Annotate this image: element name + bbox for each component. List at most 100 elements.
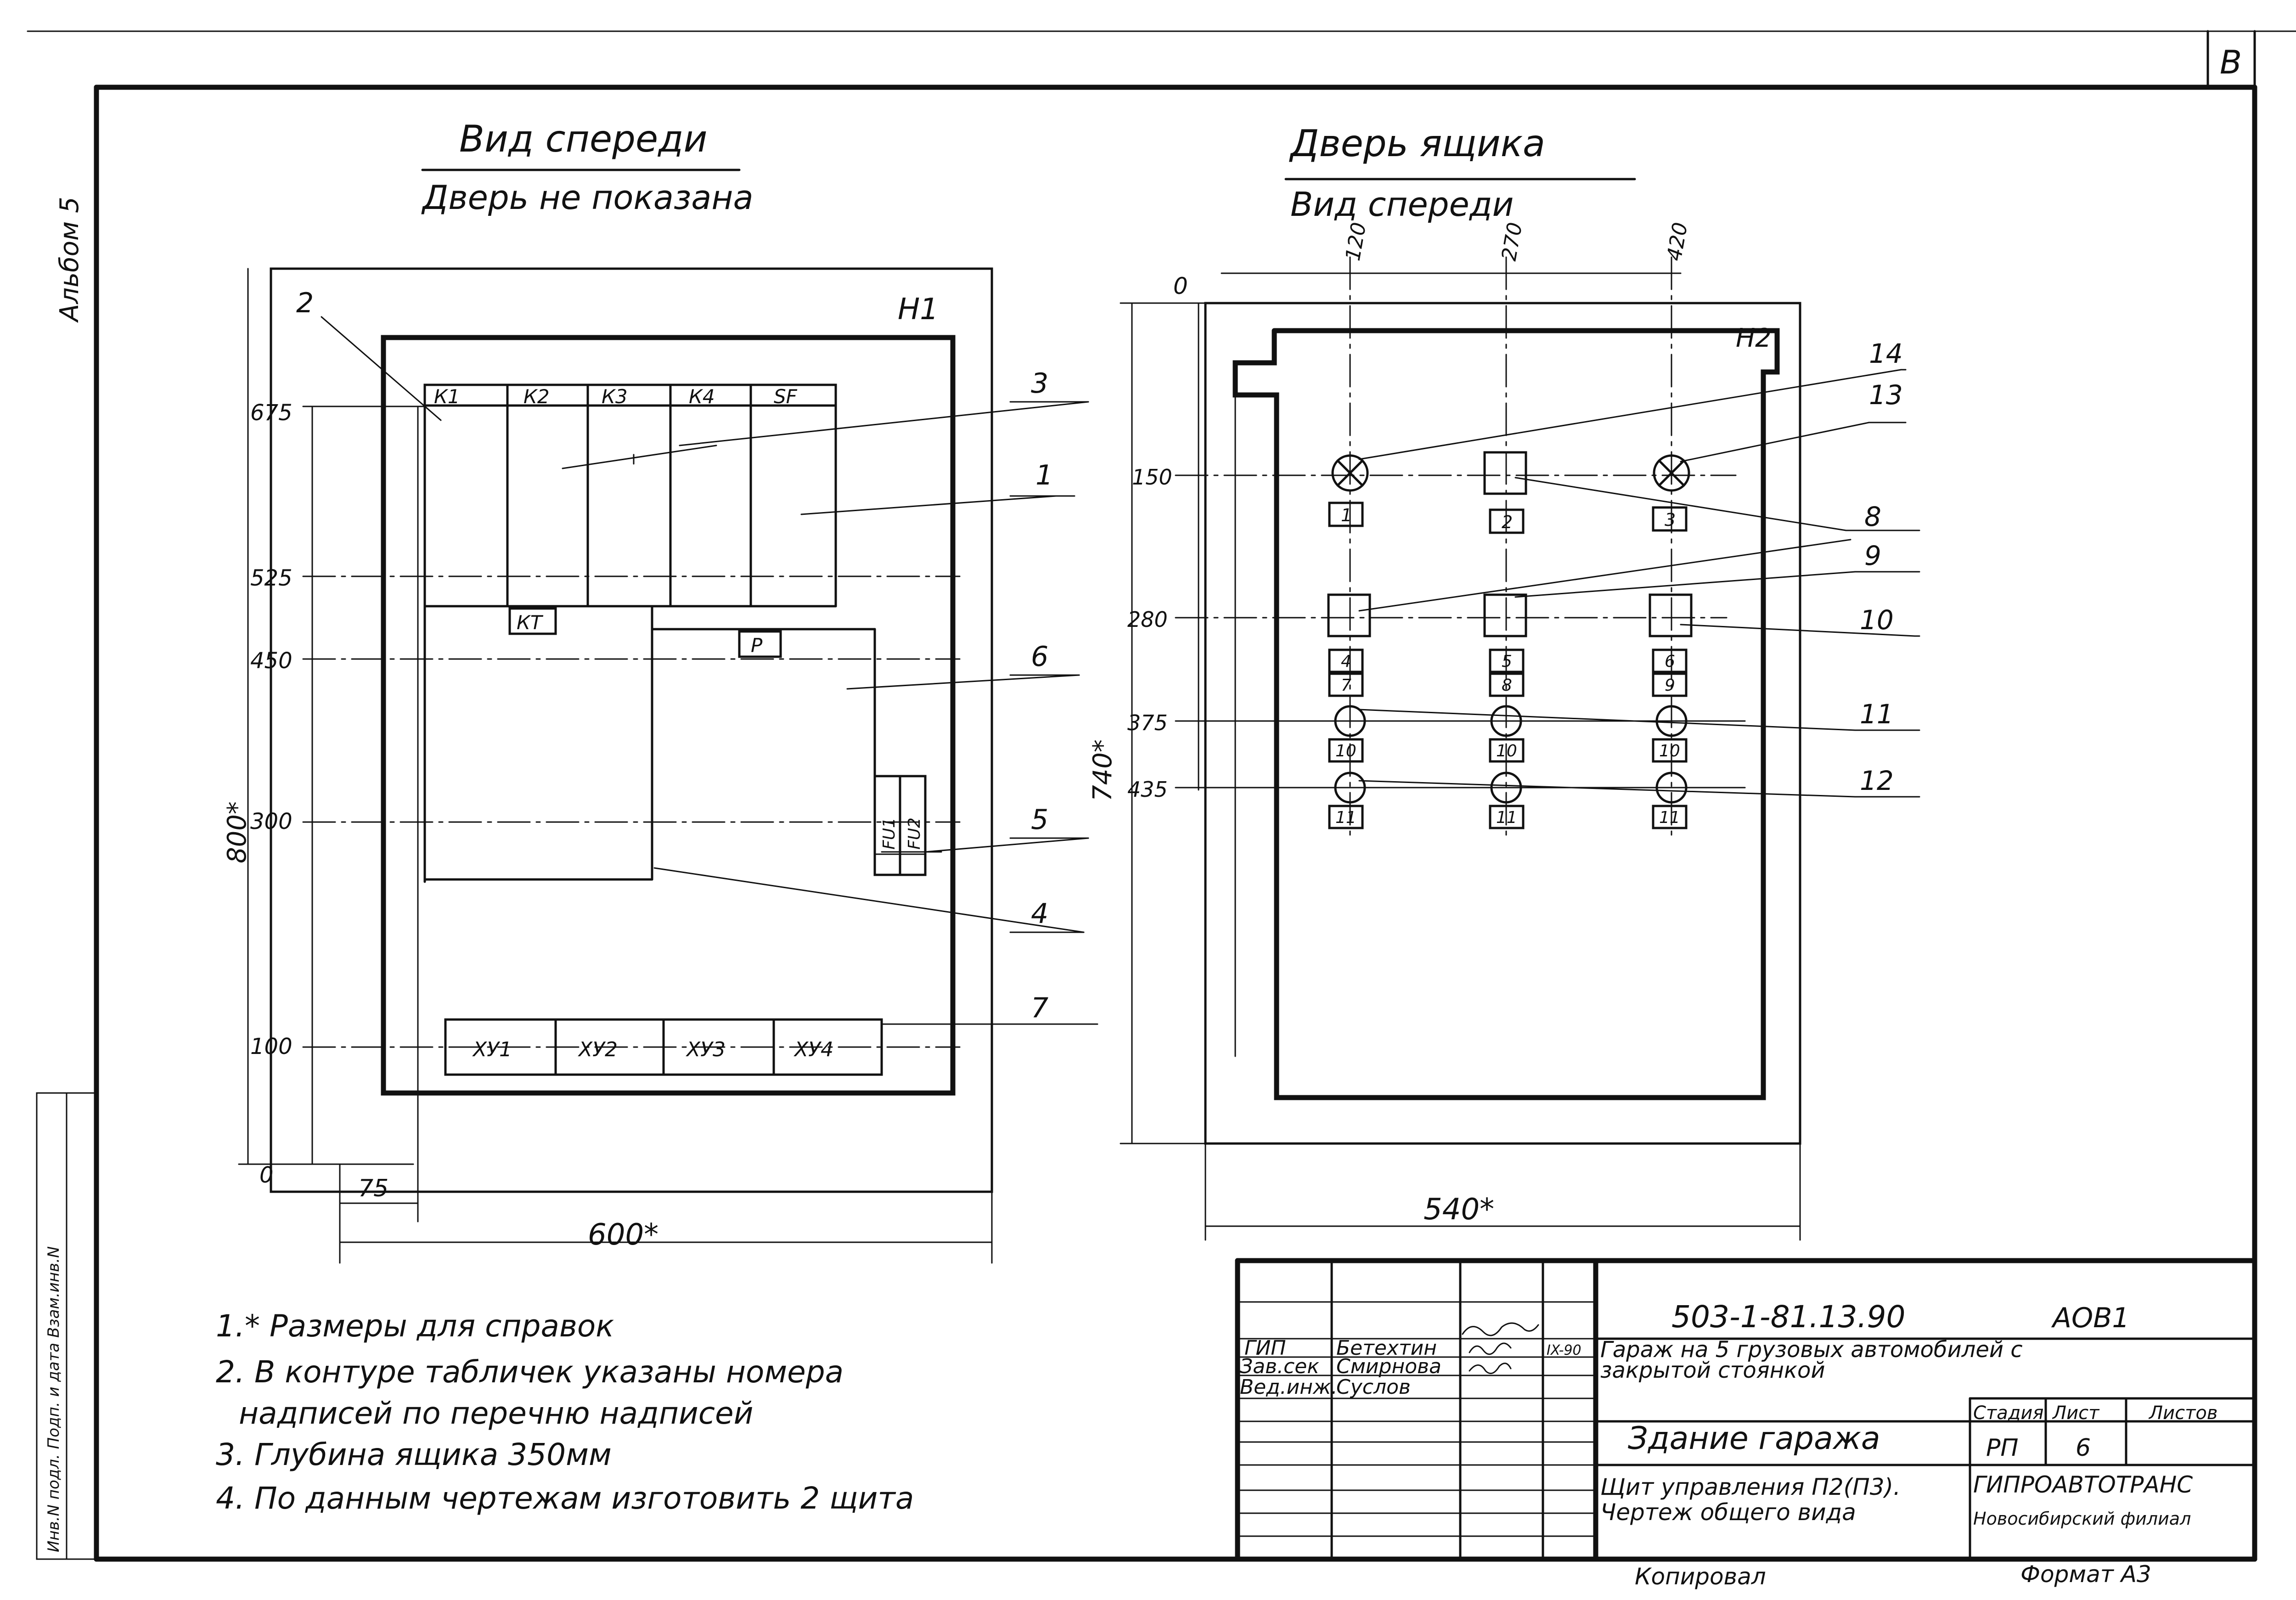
device-label-fu2: FU2 [905,817,924,850]
enclosure-outline [270,267,993,1193]
door-view-title: Дверь ящика [1289,122,1545,165]
plate-3: 3 [1665,510,1676,530]
tb-format: Формат А3 [2020,1561,2151,1588]
sheet-frame [27,30,2296,1562]
dim-450: 450 [250,648,293,674]
plate-6: 6 [1665,652,1675,671]
front-callout-5: 5 [1031,804,1048,836]
door-callout-10: 10 [1860,604,1894,636]
plate-10c: 10 [1659,742,1680,761]
front-callout-4: 4 [1031,898,1048,930]
tb-name-2: Смирнова [1336,1355,1441,1378]
front-view-subtitle: Дверь не показана [421,178,754,217]
tb-doc-code: 503-1-81.13.90 [1671,1299,1906,1335]
album-label: Альбом 5 [55,197,84,323]
door-callout-14: 14 [1869,338,1903,369]
door-dim-height-740: 740* [1088,739,1118,801]
front-panel-label: Н1 [898,293,939,327]
tb-date: IX-90 [1547,1342,1581,1358]
front-callout-7: 7 [1031,992,1048,1024]
device-label-k2: К2 [523,385,550,408]
door-panel [1232,328,1780,1100]
plate-11c: 11 [1659,808,1680,827]
tb-drawing-1: Щит управления П2(П3). [1600,1474,1901,1500]
side-stamp [36,1092,97,1560]
tb-copied: Копировал [1635,1563,1766,1590]
terminal-label-2: ХУ2 [578,1038,618,1061]
dim-0: 0 [259,1162,274,1188]
tb-role-vedinzh: Вед.инж. [1240,1375,1338,1399]
tb-stage: РП [1986,1434,2018,1462]
dim-height-800: 800* [222,801,252,863]
door-view-subtitle: Вид спереди [1290,185,1514,224]
front-view-drawing [238,267,1098,1264]
dim-75: 75 [358,1175,388,1202]
title-block [1235,1258,2257,1562]
plate-10b: 10 [1496,742,1517,761]
front-callout-2: 2 [296,287,314,319]
terminal-label-4: ХУ4 [793,1038,833,1061]
door-row-dim-375: 375 [1127,710,1168,735]
device-label-k1: К1 [434,385,460,408]
note-4: 4. По данным чертежам изготовить 2 щита [216,1481,914,1516]
plate-11a: 11 [1335,808,1356,827]
tb-org-2: Новосибирский филиал [1973,1509,2191,1529]
device-label-k4: К4 [689,385,715,408]
dim-300: 300 [250,809,293,834]
note-2b: надписей по перечню надписей [239,1396,754,1431]
door-callout-12: 12 [1860,765,1894,796]
front-callout-1: 1 [1035,459,1053,491]
door-dim-width-540: 540* [1424,1193,1494,1227]
tb-project: Гараж на 5 грузовых автомобилей с [1600,1337,2023,1363]
tb-role-gip: ГИП [1244,1336,1286,1360]
tb-sheet-code: АОВ1 [2051,1302,2130,1334]
device-label-kt: КТ [517,611,544,634]
door-row-dim-435: 435 [1127,777,1168,802]
plate-2: 2 [1502,512,1513,532]
tb-name-3: Суслов [1336,1375,1411,1399]
door-callout-13: 13 [1869,379,1903,411]
tb-sheet: 6 [2076,1434,2091,1462]
tb-stage-hdr: Стадия [1973,1403,2043,1424]
door-col-dim-420: 420 [1663,220,1693,263]
plate-4: 4 [1341,652,1351,671]
terminal-label-1: ХУ1 [472,1038,512,1061]
plate-10a: 10 [1335,742,1356,761]
tb-sheet-hdr: Лист [2052,1403,2100,1424]
front-callout-3: 3 [1031,367,1048,400]
device-label-p: Р [751,634,763,657]
mounting-panel [381,335,956,1096]
front-view-title: Вид спереди [459,118,707,160]
note-3: 3. Глубина ящика 350мм [216,1437,612,1472]
tb-drawing-2: Чертеж общего вида [1600,1499,1856,1526]
front-callout-6: 6 [1031,641,1048,673]
plate-1: 1 [1341,505,1352,525]
dim-width-600: 600* [588,1218,658,1252]
door-row-dim-0: 0 [1173,273,1188,299]
door-outline [1204,302,1801,1145]
device-label-fu1: FU1 [880,817,899,850]
note-2: 2. В контуре табличек указаны номера [216,1354,844,1390]
corner-letter: В [2220,44,2242,81]
tb-building: Здание гаража [1628,1420,1880,1457]
door-col-dim-270: 270 [1497,220,1527,263]
device-label-sf: SF [774,385,798,408]
terminal-label-3: ХУ3 [686,1038,726,1061]
tb-project-2: закрытой стоянкой [1600,1358,1825,1383]
plate-7: 7 [1341,676,1351,695]
tb-org-1: ГИПРОАВТОТРАНС [1973,1471,2193,1498]
dim-675: 675 [250,400,293,426]
tb-sheets-hdr: Листов [2148,1403,2217,1424]
door-view-drawing [1120,256,1920,1241]
door-panel-label: Н2 [1736,323,1772,353]
door-col-dim-120: 120 [1341,220,1371,263]
dim-525: 525 [250,565,293,591]
plate-8: 8 [1502,676,1512,695]
plate-11b: 11 [1496,808,1517,827]
note-1: 1.* Размеры для справок [216,1308,614,1344]
plate-5: 5 [1502,652,1512,671]
door-callout-8: 8 [1864,501,1881,532]
tb-name-1: Бетехтин [1336,1336,1437,1360]
tb-role-zavsek: Зав.сек [1240,1355,1319,1378]
